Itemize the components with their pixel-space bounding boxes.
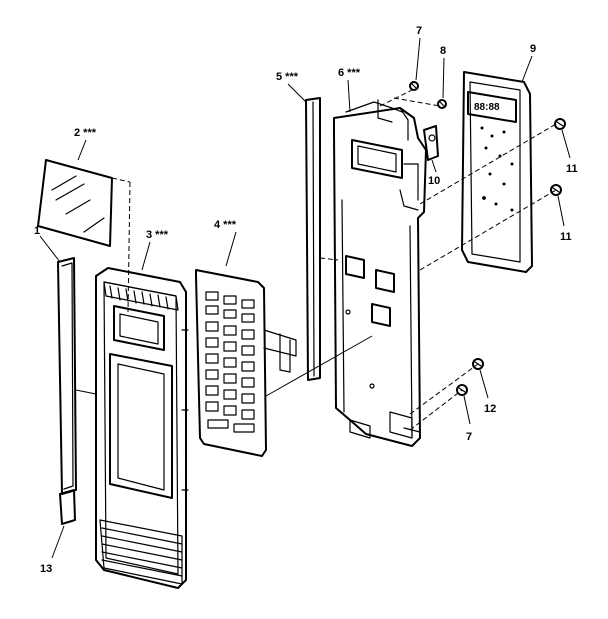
callout-13: 13: [40, 563, 52, 575]
part-3-control-panel-frame: [75, 241, 189, 589]
callout-10: 10: [428, 175, 440, 187]
screw-12: [472, 358, 489, 399]
keypad-keys: [205, 291, 255, 433]
callout-2: 2 ***: [74, 127, 97, 139]
callout-9: 9: [530, 43, 536, 55]
part-2-window-glass: [37, 139, 131, 313]
screw-8: [437, 57, 447, 109]
callout-4: 4 ***: [214, 219, 237, 231]
callout-11-upper: 11: [566, 163, 578, 175]
part-9-display-board: 88:88: [461, 55, 533, 273]
callout-11-lower: 11: [560, 231, 572, 243]
screw-7-top: [409, 37, 421, 91]
part-1-trim-strip: [39, 235, 77, 495]
bracket-10: [423, 125, 439, 173]
screw-11-lower: [550, 184, 565, 227]
callout-7-top: 7: [416, 25, 422, 37]
callout-12: 12: [484, 403, 496, 415]
screw-7-bottom: [456, 384, 471, 425]
callout-3: 3 ***: [146, 229, 169, 241]
callout-1: 1: [34, 225, 40, 237]
callout-7-bottom: 7: [466, 431, 472, 443]
screw-11-upper: [554, 118, 571, 159]
part-5-seal-strip: [287, 83, 339, 381]
callout-5: 5 ***: [276, 71, 299, 83]
part-4-membrane-keypad: [195, 231, 373, 457]
part-6-control-bracket: [333, 79, 557, 447]
callout-8: 8: [440, 45, 446, 57]
display-digits: 88:88: [474, 102, 500, 113]
part-13-lower-trim: [51, 489, 76, 559]
callout-6: 6 ***: [338, 67, 361, 79]
